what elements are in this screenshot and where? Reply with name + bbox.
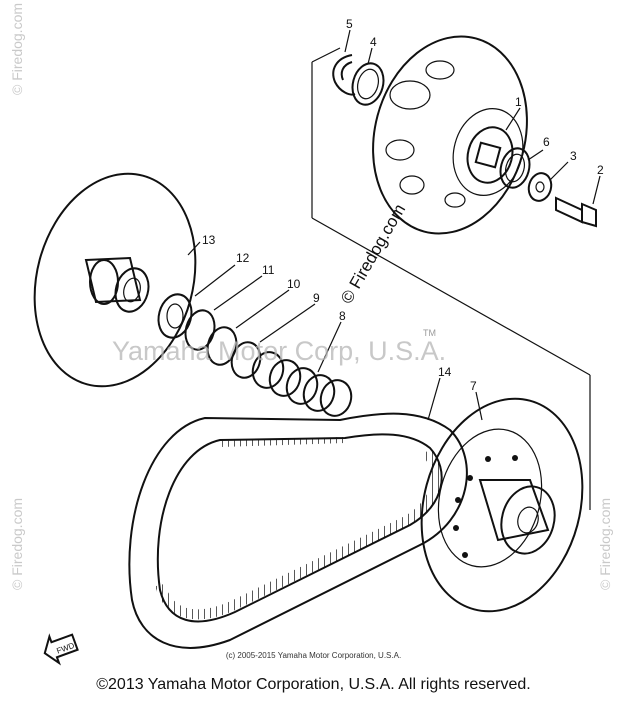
part-3-lock-washer xyxy=(527,161,569,202)
firedog-watermark: © Firedog.com xyxy=(337,201,409,307)
yamaha-watermark: Yamaha Motor Corp, U.S.A. xyxy=(112,336,446,366)
part-8-spring xyxy=(251,321,353,417)
callout-13: 13 xyxy=(202,233,216,247)
part-4-ring xyxy=(351,47,385,106)
part-13-movable-sheave xyxy=(33,172,201,388)
callout-6: 6 xyxy=(543,135,550,149)
callout-7: 7 xyxy=(470,379,477,393)
side-watermark-right: © Firedog.com xyxy=(597,498,613,590)
callout-10: 10 xyxy=(287,277,301,291)
side-watermark-left-bottom: © Firedog.com xyxy=(9,498,25,590)
callout-2: 2 xyxy=(597,163,604,177)
primary-sheave-fixed xyxy=(372,35,528,235)
callout-12: 12 xyxy=(236,251,250,265)
callout-14: 14 xyxy=(438,365,452,379)
part-2-bolt xyxy=(555,175,601,228)
callout-5: 5 xyxy=(346,17,353,31)
tm-mark: TM xyxy=(423,328,436,338)
callout-8: 8 xyxy=(339,309,346,323)
callout-11: 11 xyxy=(262,263,275,277)
part-5-circlip xyxy=(332,29,356,96)
callout-9: 9 xyxy=(313,291,320,305)
part-12-bearing xyxy=(157,264,236,339)
callout-4: 4 xyxy=(370,35,377,49)
side-watermark-left-top: © Firedog.com xyxy=(9,3,25,95)
part-14-v-belt xyxy=(128,377,468,649)
callout-3: 3 xyxy=(570,149,577,163)
part-9-seat xyxy=(230,303,316,379)
assembly-boundary-lines xyxy=(311,47,591,510)
copyright-main: ©2013 Yamaha Motor Corporation, U.S.A. A… xyxy=(96,676,531,693)
callout-1: 1 xyxy=(515,95,522,109)
part-1-leader xyxy=(505,107,521,131)
part-7-secondary-sheave xyxy=(420,391,584,613)
copyright-small: (c) 2005-2015 Yamaha Motor Corporation, … xyxy=(225,651,402,660)
fwd-arrow-icon: FWD xyxy=(43,633,79,666)
part-6-washer xyxy=(499,147,544,189)
